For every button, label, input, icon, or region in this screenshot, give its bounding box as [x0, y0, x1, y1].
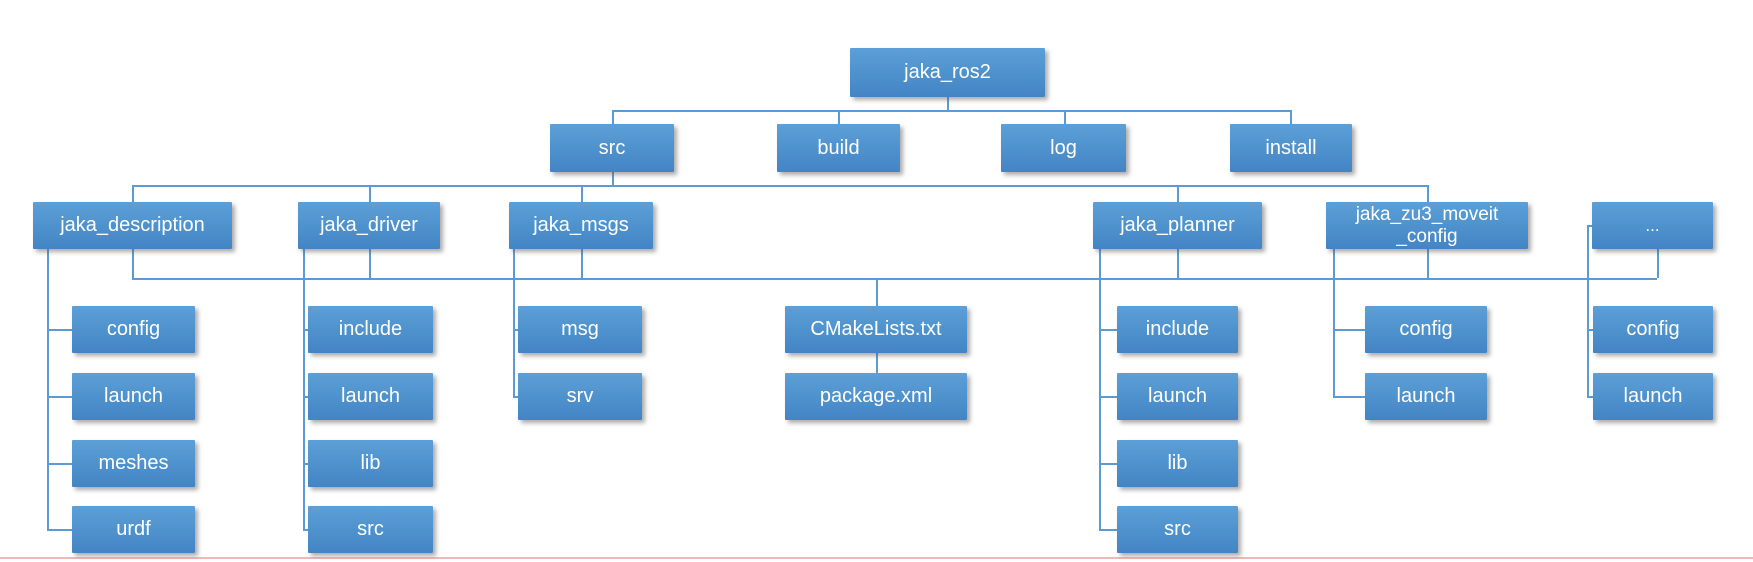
node-zu3-config: config: [1365, 306, 1487, 353]
child-tick-line: [513, 396, 519, 398]
node-more-packages: ...: [1592, 202, 1713, 249]
child-tick-line: [1099, 463, 1118, 465]
node-jaka-driver: jaka_driver: [298, 202, 440, 249]
child-tick-line: [1333, 396, 1365, 398]
child-tick-line: [1099, 529, 1118, 531]
node-more-config: config: [1593, 306, 1713, 353]
connector-line: [369, 185, 371, 202]
connector-line: [1657, 249, 1659, 278]
connector-line: [581, 185, 583, 202]
node-planner-include: include: [1117, 306, 1238, 353]
child-spine-line: [1099, 249, 1101, 530]
level2-bus-line: [132, 185, 1427, 187]
child-tick-line: [1333, 329, 1365, 331]
node-build: build: [777, 124, 900, 172]
child-tick-line: [513, 329, 519, 331]
connector-line: [612, 172, 614, 185]
node-more-launch: launch: [1593, 373, 1713, 420]
connector-line: [581, 249, 583, 278]
child-spine-line: [1587, 225, 1589, 397]
node-zu3-launch: launch: [1365, 373, 1487, 420]
connector-line: [1427, 249, 1429, 278]
node-planner-launch: launch: [1117, 373, 1238, 420]
child-tick-line: [47, 396, 72, 398]
connector-line: [947, 97, 949, 110]
node-planner-src: src: [1117, 506, 1238, 553]
connector-line: [1064, 110, 1066, 124]
connector-line: [612, 110, 614, 124]
child-tick-line: [303, 329, 309, 331]
node-description-urdf: urdf: [72, 506, 195, 553]
connector-line: [369, 249, 371, 278]
node-driver-lib: lib: [308, 440, 433, 487]
level1-bus-line: [612, 110, 1290, 112]
node-msgs-msg: msg: [518, 306, 642, 353]
child-spine-line: [1333, 249, 1335, 397]
node-jaka-zu3-moveit-config: jaka_zu3_moveit _config: [1326, 202, 1528, 249]
connector-line: [132, 249, 134, 278]
node-driver-launch: launch: [308, 373, 433, 420]
connector-line: [876, 353, 878, 373]
node-log: log: [1001, 124, 1126, 172]
node-jaka-description: jaka_description: [33, 202, 232, 249]
connector-line: [1177, 249, 1179, 278]
bottom-rule-line: [0, 557, 1753, 559]
child-tick-line: [1587, 396, 1594, 398]
node-msgs-srv: srv: [518, 373, 642, 420]
child-tick-line: [47, 329, 72, 331]
node-label-line: _config: [1396, 225, 1458, 247]
connector-line: [876, 278, 878, 306]
node-install: install: [1230, 124, 1352, 172]
node-description-config: config: [72, 306, 195, 353]
node-jaka-msgs: jaka_msgs: [509, 202, 653, 249]
child-tick-line: [303, 396, 309, 398]
child-spine-line: [513, 249, 515, 397]
child-tick-line: [1099, 396, 1118, 398]
child-tick-line: [47, 463, 72, 465]
node-planner-lib: lib: [1117, 440, 1238, 487]
node-cmakelists-txt: CMakeLists.txt: [785, 306, 967, 353]
child-spine-line: [47, 249, 49, 530]
node-description-launch: launch: [72, 373, 195, 420]
node-label-line: jaka_zu3_moveit: [1355, 203, 1499, 225]
connector-line: [1290, 110, 1292, 124]
child-tick-line: [1099, 329, 1118, 331]
shared-files-bus-line: [132, 278, 1657, 280]
node-driver-include: include: [308, 306, 433, 353]
node-driver-src: src: [308, 506, 433, 553]
child-tick-line: [1587, 329, 1594, 331]
child-tick-line: [303, 529, 309, 531]
node-jaka-ros2: jaka_ros2: [850, 48, 1045, 97]
node-package-xml: package.xml: [785, 373, 967, 420]
node-description-meshes: meshes: [72, 440, 195, 487]
connector-line: [1427, 185, 1429, 202]
child-tick-line: [303, 463, 309, 465]
child-spine-line: [303, 249, 305, 530]
connector-line: [1177, 185, 1179, 202]
connector-line: [132, 185, 134, 202]
child-tick-line: [1587, 225, 1593, 227]
node-jaka-planner: jaka_planner: [1093, 202, 1262, 249]
connector-line: [838, 110, 840, 124]
node-src: src: [550, 124, 674, 172]
child-tick-line: [47, 529, 72, 531]
